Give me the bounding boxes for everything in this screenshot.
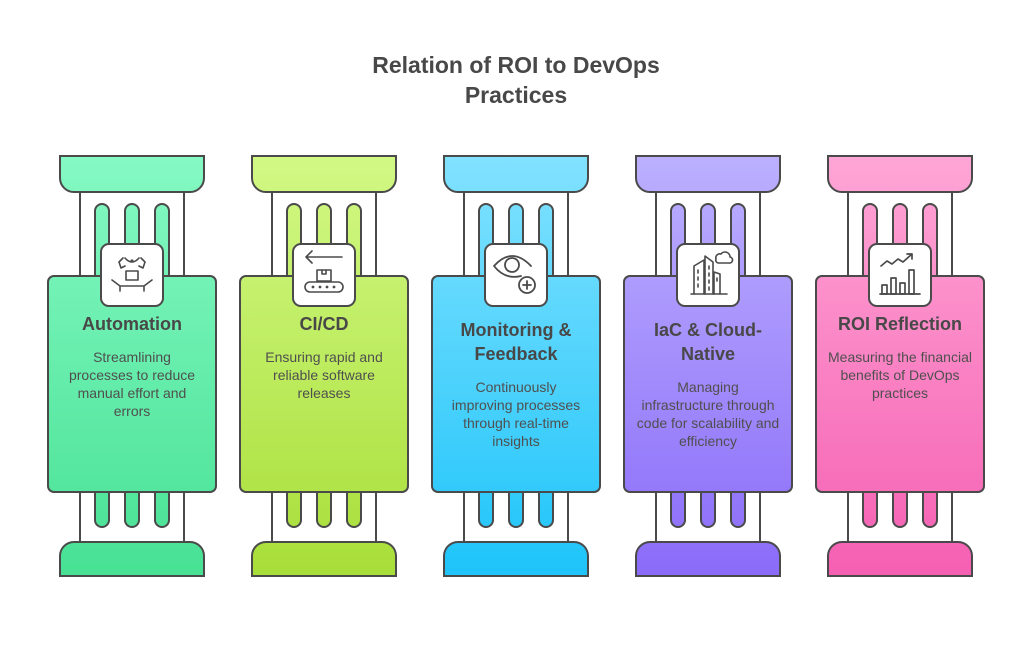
pillar-flute xyxy=(508,490,524,528)
conveyor-belt-arrow-icon xyxy=(304,250,344,293)
growth-chart-icon xyxy=(879,253,921,295)
diagram-title-line-2: Practices xyxy=(464,82,568,108)
pillar-icon-box xyxy=(292,243,356,307)
pillar-description: Streamlining processes to reduce manual … xyxy=(68,349,196,419)
pillar-text-2: CI/CD Ensuring rapid and reliable softwar… xyxy=(246,312,402,402)
pillar-description: Measuring the financial benefits of DevO… xyxy=(828,349,972,401)
pillar-2 xyxy=(239,155,409,577)
pillar-title: Automation xyxy=(82,314,182,334)
pillar-title: CI/CD xyxy=(299,314,349,334)
pillar-1 xyxy=(47,155,217,577)
pillar-flute xyxy=(124,490,140,528)
pillar-flute xyxy=(730,490,746,528)
pillar-flute xyxy=(538,490,554,528)
pillar-3 xyxy=(431,155,601,577)
pillar-capital xyxy=(827,155,973,193)
pillar-flute xyxy=(94,490,110,528)
pillar-base xyxy=(635,541,781,577)
pillar-description: Managing infrastructure through code for… xyxy=(636,379,780,449)
eye-plus-icon xyxy=(493,255,536,294)
diagram-title: Relation of ROI to DevOps Practices xyxy=(0,50,1032,110)
pillar-description: Ensuring rapid and reliable software rel… xyxy=(265,349,383,401)
pillar-5 xyxy=(815,155,985,577)
pillar-icon-box xyxy=(676,243,740,307)
pillar-base xyxy=(443,541,589,577)
pillar-flute xyxy=(478,490,494,528)
pillar-icon-box xyxy=(100,243,164,307)
pillar-flute xyxy=(700,490,716,528)
pillar-icon-box xyxy=(484,243,548,307)
pillar-capital xyxy=(443,155,589,193)
pillar-flute xyxy=(346,490,362,528)
pillar-flute xyxy=(316,490,332,528)
pillar-base xyxy=(251,541,397,577)
pillar-description: Continuously improving processes through… xyxy=(451,379,581,449)
pillar-flute xyxy=(922,490,938,528)
pillar-title: IaC & Cloud-Native xyxy=(654,320,762,364)
pillar-4 xyxy=(623,155,793,577)
pillar-title: Monitoring & Feedback xyxy=(460,320,572,364)
pillar-capital xyxy=(59,155,205,193)
pillar-base xyxy=(827,541,973,577)
cloud-buildings-icon xyxy=(690,251,734,295)
pillar-title: ROI Reflection xyxy=(837,314,962,334)
pillar-base xyxy=(59,541,205,577)
pillar-capital xyxy=(635,155,781,193)
robot-arm-conveyor-icon xyxy=(111,257,153,292)
pillar-flute xyxy=(154,490,170,528)
diagram-title-line-1: Relation of ROI to DevOps xyxy=(372,52,660,78)
pillar-capital xyxy=(251,155,397,193)
pillar-flute xyxy=(286,490,302,528)
pillar-flute xyxy=(862,490,878,528)
pillar-icon-box xyxy=(868,243,932,307)
pillar-flute xyxy=(892,490,908,528)
pillar-flute xyxy=(670,490,686,528)
